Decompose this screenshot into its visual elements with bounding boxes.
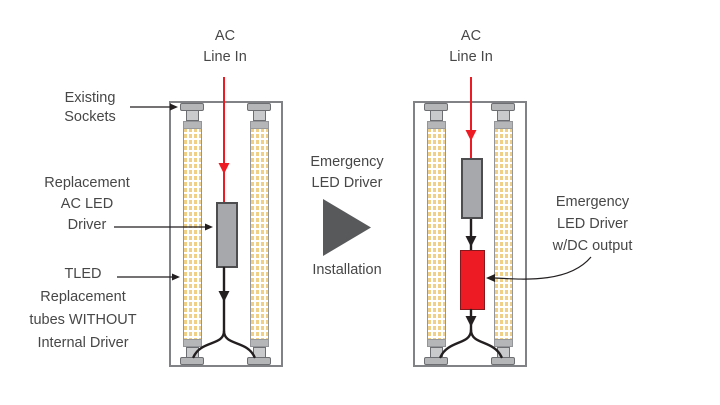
tled-tube <box>426 121 446 347</box>
tled-tube-assembly <box>423 103 449 365</box>
tled-tubes-label: TLED Replacement tubes WITHOUT Internal … <box>29 266 137 351</box>
ac-driver-box-after <box>461 158 483 219</box>
tled-tube <box>493 121 513 347</box>
tled-tube <box>182 121 202 347</box>
fixture-before <box>169 101 283 367</box>
ac-line-in-label-left: AC Line In <box>203 28 247 65</box>
transition-title-label: Emergency LED Driver <box>310 154 384 191</box>
installation-arrow-icon <box>323 199 371 256</box>
socket-bottom <box>424 357 448 365</box>
tube-end-cap <box>185 111 199 121</box>
socket-bottom <box>180 357 204 365</box>
tled-tube <box>249 121 269 347</box>
transition-subtitle-label: Installation <box>312 262 382 278</box>
socket-top <box>180 103 204 111</box>
tled-tube-assembly <box>179 103 205 365</box>
tube-end-cap <box>496 347 510 357</box>
tube-end-cap <box>496 111 510 121</box>
socket-top <box>247 103 271 111</box>
tube-end-cap <box>252 111 266 121</box>
socket-bottom <box>247 357 271 365</box>
tled-tube-assembly <box>490 103 516 365</box>
replacement-ac-led-driver-box <box>216 202 238 268</box>
existing-sockets-label: Existing Sockets <box>64 90 116 125</box>
emergency-dc-driver-box <box>460 250 485 310</box>
fixture-after <box>413 101 527 367</box>
replacement-ac-led-driver-label: Replacement AC LED Driver <box>44 175 130 233</box>
emergency-driver-dc-label: Emergency LED Driver w/DC output <box>552 194 633 254</box>
tube-end-cap <box>429 347 443 357</box>
tled-tube-assembly <box>246 103 272 365</box>
socket-top <box>424 103 448 111</box>
tube-end-cap <box>429 111 443 121</box>
socket-top <box>491 103 515 111</box>
tube-end-cap <box>185 347 199 357</box>
tube-end-cap <box>252 347 266 357</box>
ac-line-in-label-right: AC Line In <box>449 28 493 65</box>
socket-bottom <box>491 357 515 365</box>
